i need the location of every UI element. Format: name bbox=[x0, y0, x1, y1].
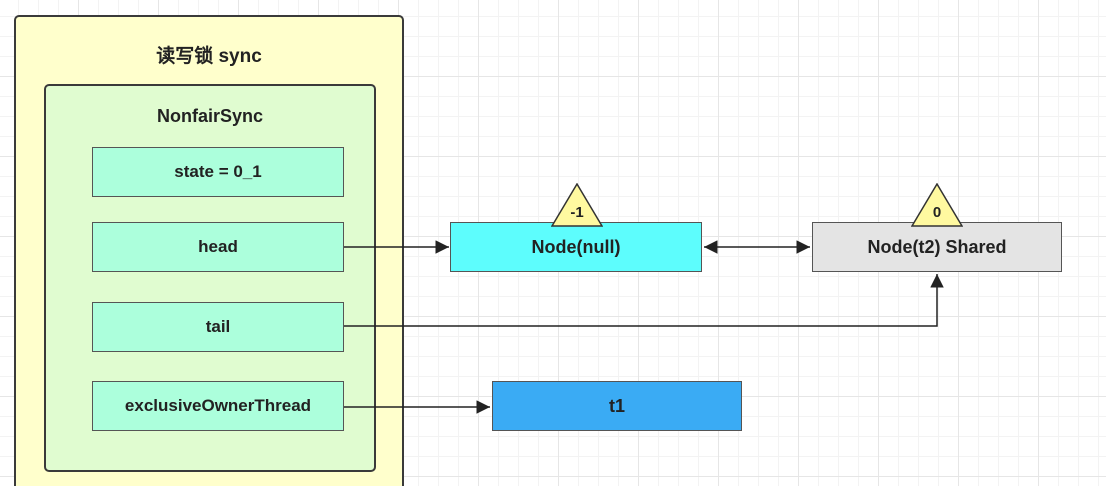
thread-t1: t1 bbox=[492, 381, 742, 431]
exclusive-owner-thread-field: exclusiveOwnerThread bbox=[92, 381, 344, 431]
node-null: Node(null) bbox=[450, 222, 702, 272]
null-node-wait-status: -1 bbox=[570, 204, 584, 221]
state-field: state = 0_1 bbox=[92, 147, 344, 197]
node-t2-shared: Node(t2) Shared bbox=[812, 222, 1062, 272]
rw-lock-sync-title: 读写锁 sync bbox=[156, 46, 262, 67]
wait-status-triangle-icon bbox=[911, 183, 963, 227]
head-field: head bbox=[92, 222, 344, 272]
tail-to-t2-node-arrow bbox=[344, 274, 944, 327]
t2-node-wait-status: 0 bbox=[932, 204, 942, 221]
tail-field: tail bbox=[92, 302, 344, 352]
nonfair-sync-title: NonfairSync bbox=[156, 106, 264, 126]
wait-status-triangle-icon bbox=[551, 183, 603, 227]
